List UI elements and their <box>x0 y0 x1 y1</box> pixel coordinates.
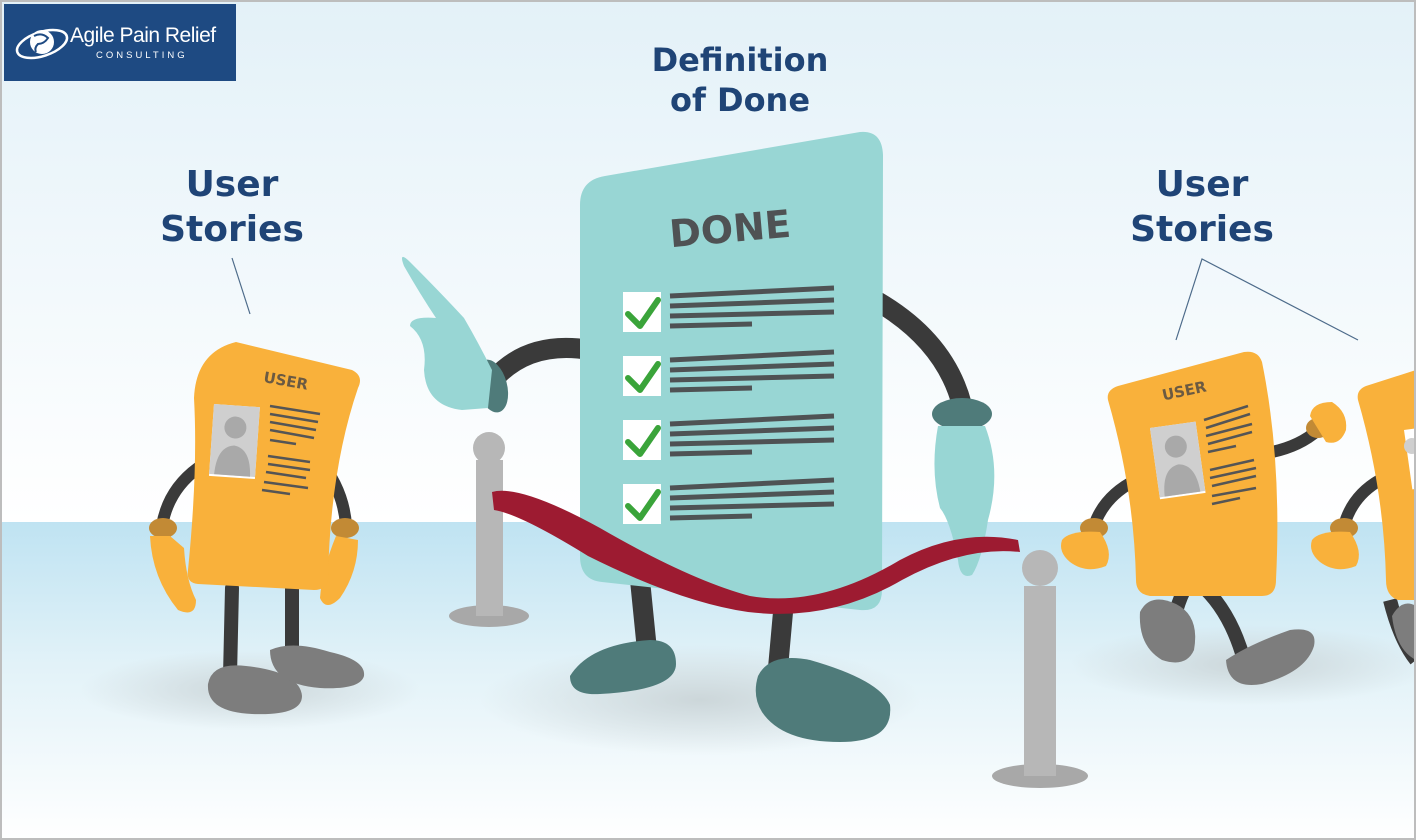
logo-name: Agile Pain Relief <box>70 24 216 47</box>
left-heading-pointer <box>231 257 251 315</box>
person-silhouette-icon <box>209 404 260 478</box>
checklist-text-line <box>669 413 835 427</box>
right-card-text-lines <box>1203 404 1257 506</box>
checklist-text-line <box>669 449 753 457</box>
heading-line: User <box>1155 164 1249 205</box>
checklist-row <box>623 413 835 460</box>
checklist-text-line <box>669 425 835 437</box>
checkmark-icon <box>625 425 661 457</box>
done-character: DONE <box>402 131 995 742</box>
checklist-text-line <box>669 297 835 309</box>
checklist-row <box>623 349 835 396</box>
checklist-text-line <box>669 501 835 511</box>
checklist-text-line <box>669 385 753 393</box>
checkmark-icon <box>625 297 661 329</box>
checklist-text-line <box>669 309 835 319</box>
finish-ribbon <box>492 490 1020 614</box>
right-stanchion <box>992 550 1088 788</box>
cropped-user-story-character <box>1311 370 1416 665</box>
right-heading-pointer <box>1175 258 1359 341</box>
checklist-text-line <box>669 489 835 501</box>
checklist-row <box>623 285 835 332</box>
brand-logo[interactable]: Agile Pain Relief CONSULTING <box>4 4 236 81</box>
left-user-stories-heading: User Stories <box>132 162 332 252</box>
heading-line: User <box>185 164 279 205</box>
heading-line: of Done <box>669 81 811 119</box>
done-checklist <box>623 285 835 524</box>
checklist-text-line <box>669 373 835 383</box>
right-user-story-character: USER <box>1061 351 1347 685</box>
left-stanchion <box>449 432 529 627</box>
checkmark-icon <box>625 361 661 393</box>
globe-icon <box>15 28 69 60</box>
checklist-text-line <box>669 437 835 447</box>
left-card-text-lines <box>261 404 321 496</box>
checklist-text-line <box>669 321 753 329</box>
right-user-stories-heading: User Stories <box>1102 162 1302 252</box>
checklist-text-line <box>669 477 835 491</box>
definition-of-done-heading: Definition of Done <box>620 40 860 120</box>
checklist-text-line <box>669 285 835 299</box>
heading-line: Stories <box>1130 209 1274 250</box>
checklist-text-line <box>669 513 753 521</box>
done-card-title: DONE <box>668 202 793 256</box>
logo-subtitle: CONSULTING <box>96 50 188 61</box>
checkmark-icon <box>625 489 661 521</box>
heading-line: Stories <box>160 209 304 250</box>
checklist-row <box>623 477 835 524</box>
person-silhouette-icon <box>1150 421 1206 498</box>
checklist-text-line <box>669 361 835 373</box>
heading-line: Definition <box>651 41 829 79</box>
left-user-story-character: USER <box>149 342 365 715</box>
checklist-text-line <box>669 349 835 363</box>
